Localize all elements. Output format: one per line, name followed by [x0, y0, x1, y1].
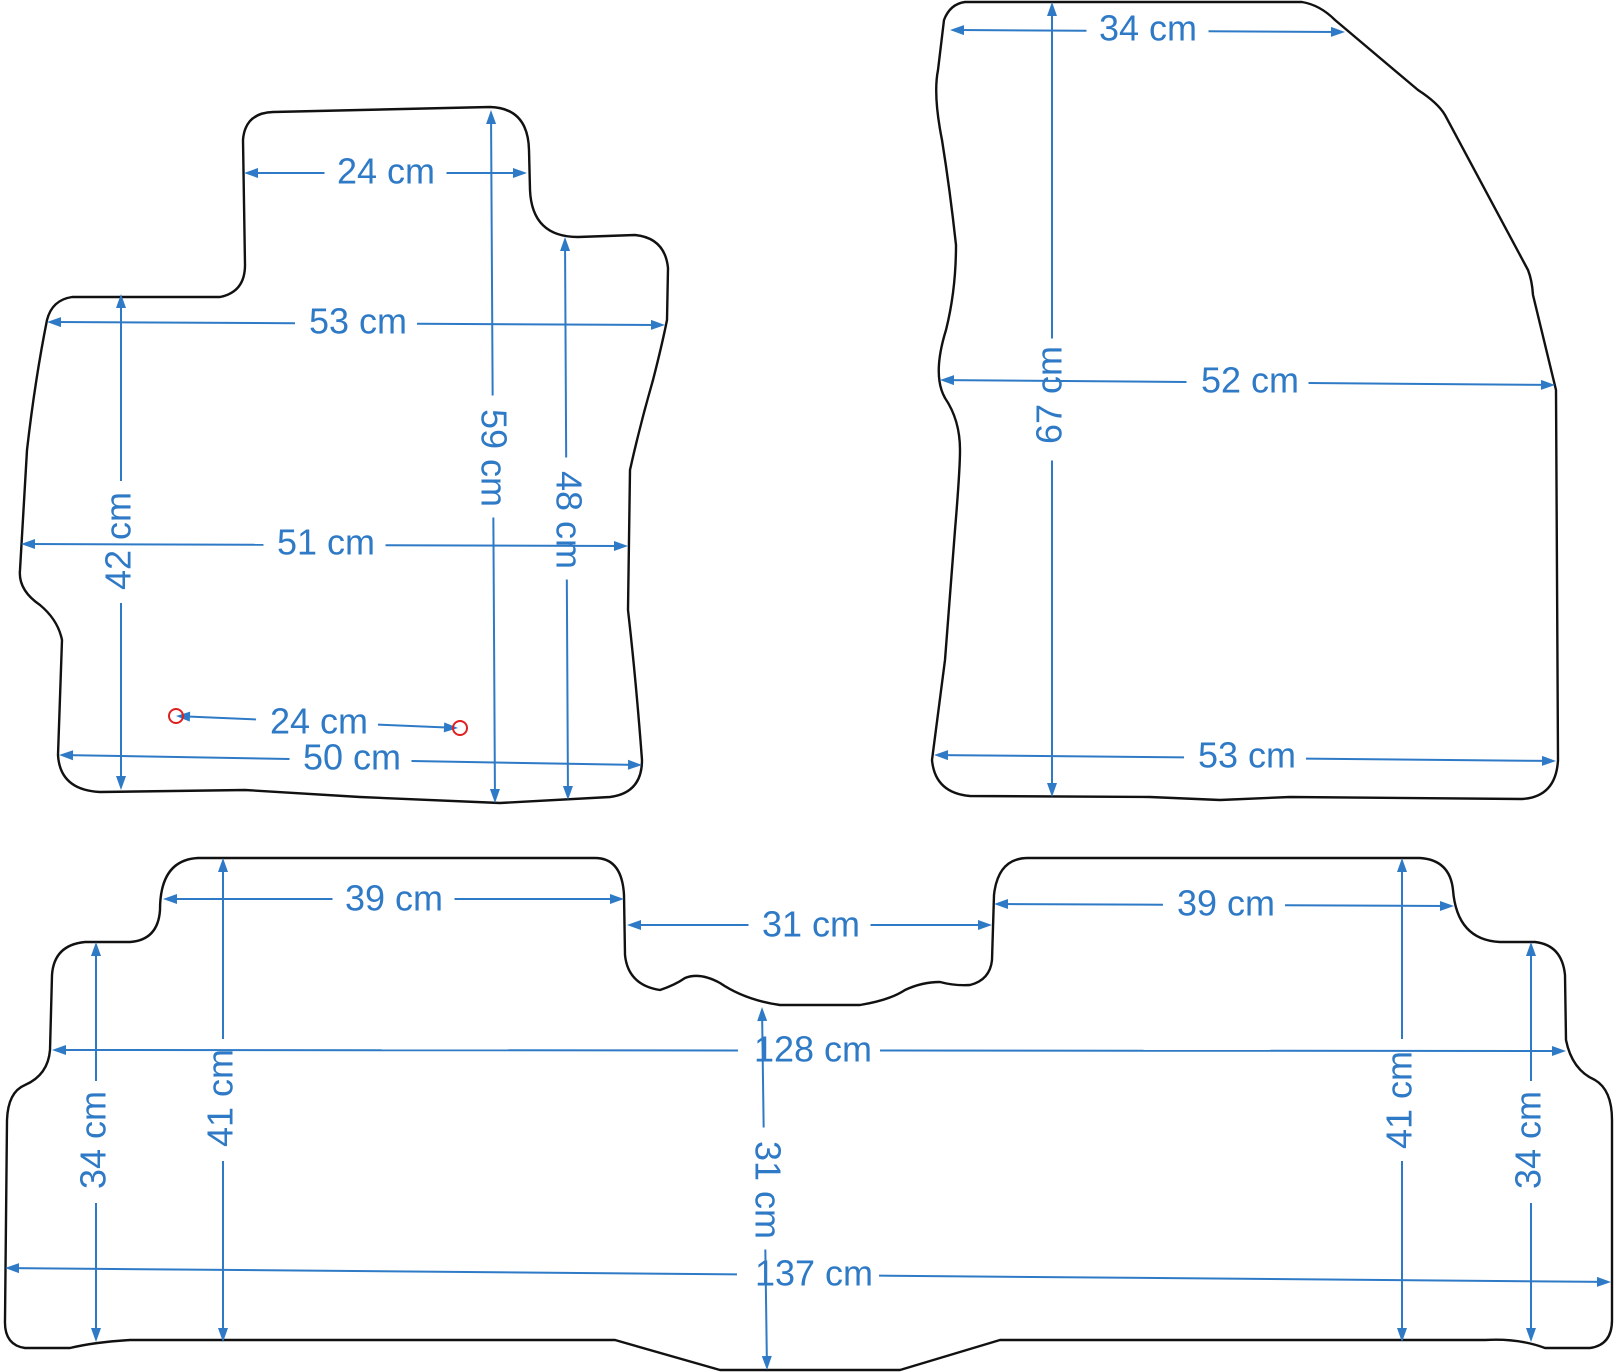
label-left-outer-height-rear: 34 cm: [73, 1091, 114, 1189]
label-lower-width-front-left: 50 cm: [303, 737, 401, 778]
label-right-inner-height-rear: 41 cm: [1379, 1051, 1420, 1149]
label-left-height-front-left: 42 cm: [98, 492, 139, 590]
dim-left-outer-height-rear: [91, 942, 101, 1342]
dim-right-outer-height-rear: [1526, 942, 1536, 1342]
dim-middle-width-front-right: [940, 375, 1555, 390]
label-bottom-width-front-right: 53 cm: [1198, 735, 1296, 776]
label-upper-width-rear: 128 cm: [754, 1029, 872, 1070]
dim-right-inner-height-rear: [1397, 858, 1407, 1342]
label-left-inner-height-rear: 41 cm: [200, 1049, 241, 1147]
label-total-height-front-left: 59 cm: [473, 409, 514, 507]
dim-left-inner-height-rear: [218, 858, 228, 1342]
label-upper-width-front-left: 53 cm: [309, 301, 407, 342]
label-top-width-front-left: 24 cm: [337, 151, 435, 192]
dim-top-width-front-left: [244, 168, 527, 178]
label-center-height-rear: 31 cm: [747, 1141, 788, 1239]
rear-mat-outline: [3, 856, 1614, 1372]
dim-height-front-right: [1047, 2, 1057, 797]
dim-bottom-width-front-right: [934, 750, 1556, 766]
dim-right-tab-width-rear: [994, 899, 1454, 911]
dim-left-height-front-left: [116, 294, 126, 790]
label-right-height-front-left: 48 cm: [548, 471, 589, 569]
label-height-front-right: 67 cm: [1029, 346, 1070, 444]
label-clip-spacing-front-left: 24 cm: [270, 701, 368, 742]
label-middle-width-front-left: 51 cm: [277, 522, 375, 563]
dim-right-height-front-left: [560, 237, 573, 800]
dim-center-gap-rear: [627, 920, 992, 930]
clip-marker-left: [168, 708, 184, 724]
label-total-width-rear: 137 cm: [755, 1253, 873, 1294]
dim-center-height-rear: [757, 1007, 772, 1370]
dim-upper-width-front-left: [47, 317, 665, 330]
dim-lower-width-front-left: [59, 750, 642, 770]
label-right-outer-height-rear: 34 cm: [1508, 1091, 1549, 1189]
label-top-width-front-right: 34 cm: [1099, 8, 1197, 49]
dim-total-width-rear: [5, 1263, 1611, 1287]
label-left-tab-width-rear: 39 cm: [345, 878, 443, 919]
front-left-mat-outline: [18, 105, 670, 805]
dim-left-tab-width-rear: [163, 894, 624, 904]
label-center-gap-rear: 31 cm: [762, 904, 860, 945]
clip-marker-right: [452, 720, 468, 736]
label-right-tab-width-rear: 39 cm: [1177, 883, 1275, 924]
dim-upper-width-rear: [52, 1045, 1566, 1056]
dim-top-width-front-right: [950, 25, 1345, 37]
label-middle-width-front-right: 52 cm: [1201, 360, 1299, 401]
front-right-mat-outline: [930, 0, 1560, 802]
dim-clip-spacing-front-left: [176, 711, 458, 733]
dim-total-height-front-left: [486, 110, 500, 803]
dim-middle-width-front-left: [21, 539, 628, 551]
